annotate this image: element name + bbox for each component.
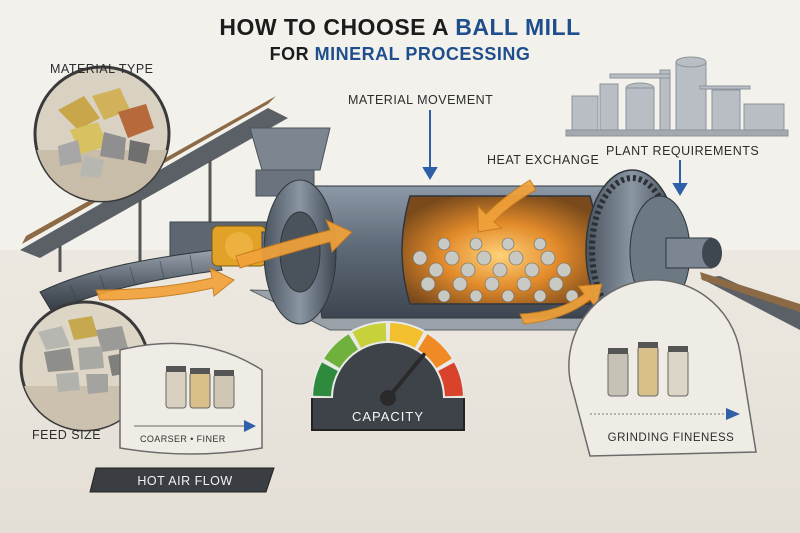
title-line1-highlight: Ball Mill [455, 14, 581, 40]
label-hot-air-flow: HOT AIR FLOW [137, 474, 233, 488]
gauge-segments [313, 323, 463, 397]
sample-jar-icon [165, 366, 235, 409]
title-line2-prefix: for [269, 44, 310, 64]
page-subtitle: for Mineral Processing [0, 44, 800, 65]
gauge-segment [389, 323, 424, 348]
gauge-needle [386, 352, 426, 400]
gauge-segment [352, 323, 387, 348]
arrow-feed-in [235, 219, 353, 269]
pointer-arrows [422, 110, 688, 196]
processing-plant-icon [565, 56, 789, 137]
capacity-gauge [311, 321, 465, 431]
flow-arrows [95, 179, 603, 325]
label-plant-requirements: PLANT REQUIREMENTS [606, 144, 760, 158]
gauge-hub [380, 390, 396, 406]
gauge-segment [417, 334, 452, 369]
label-grinding-fineness: GRINDING FINENESS [607, 432, 735, 444]
hot-air-duct [39, 249, 223, 313]
feed-jars-panel [119, 342, 263, 455]
arrow-hot-air [95, 267, 235, 301]
label-capacity: CAPACITY [351, 409, 425, 424]
grinding-fineness-panel [568, 279, 757, 457]
discharge-conveyor [700, 276, 800, 330]
label-material-movement: MATERIAL MOVEMENT [348, 93, 494, 107]
label-feed-scale: COARSER • FINER [140, 434, 226, 444]
fineness-jar-icon [607, 342, 689, 397]
ball-mill-drum [263, 169, 722, 331]
fineness-arrow [726, 408, 740, 420]
title-line1-prefix: How to Choose a [219, 14, 449, 40]
grinding-balls [412, 237, 579, 303]
label-material-type: MATERIAL TYPE [50, 62, 154, 76]
gauge-segment [438, 362, 463, 397]
gauge-segment [324, 334, 359, 369]
hot-air-banner [89, 467, 275, 493]
discharge-material [700, 272, 800, 312]
label-heat-exchange: HEAT EXCHANGE [487, 153, 600, 167]
arrow-heat [477, 179, 537, 233]
arrow-discharge [519, 283, 603, 325]
title-line2-highlight: Mineral Processing [314, 44, 531, 64]
material-type-panel [33, 65, 171, 203]
duct-ribs [69, 254, 194, 303]
label-feed-size: FEED SIZE [32, 428, 102, 442]
page-title: How to Choose a Ball Mill [0, 14, 800, 41]
gauge-segment [313, 362, 338, 397]
